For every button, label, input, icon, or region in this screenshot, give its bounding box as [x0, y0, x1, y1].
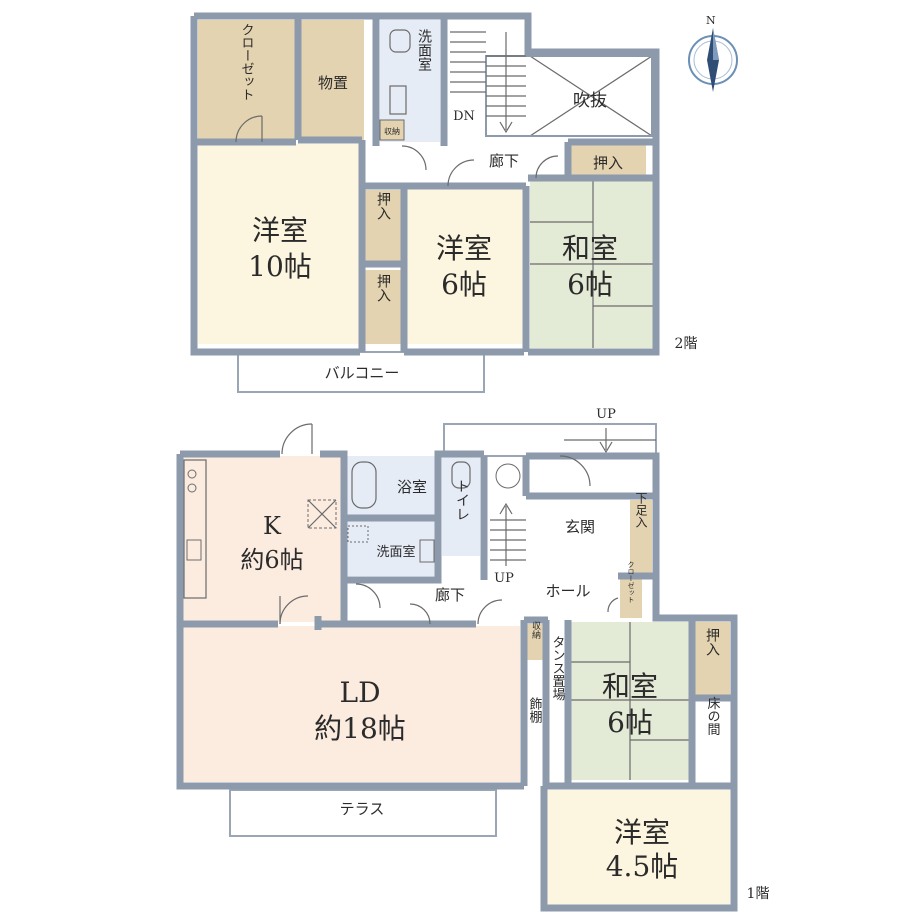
chest-space-label: タンス置場	[550, 636, 566, 701]
washroom-2f-label: 洗面室	[416, 29, 432, 71]
corridor-1f-label: 廊下	[435, 586, 465, 604]
up-stair-label: UP	[494, 571, 514, 586]
storage-small-1f	[526, 624, 544, 660]
shoe-storage-label: 下足入	[634, 492, 648, 528]
western-45-size: 4.5帖	[606, 850, 679, 883]
hall-label: ホール	[545, 582, 590, 600]
up-top-label: UP	[596, 407, 616, 422]
ld-name: LD	[339, 676, 380, 709]
western-10-room	[198, 144, 360, 344]
oshiire-top	[570, 144, 646, 178]
oshiire-mid-2	[364, 270, 402, 344]
tatami-lines-2f	[530, 180, 656, 348]
kitchen-size: 約6帖	[240, 546, 303, 574]
western-10-name: 洋室	[252, 214, 308, 247]
storage-small-1f-label: 収納	[530, 620, 541, 640]
western-45-room	[546, 790, 730, 906]
western-6-room-2f	[406, 188, 524, 344]
washroom-1f	[346, 520, 438, 576]
floor-2-label: 2階	[675, 336, 698, 352]
western-45-name: 洋室	[614, 816, 670, 849]
terrace-label: テラス	[340, 800, 385, 818]
japanese-6-1f-name: 和室	[602, 670, 658, 703]
entrance-label: 玄関	[565, 518, 595, 536]
oshiire-mid-2-label: 押入	[375, 274, 391, 302]
void-area	[529, 55, 653, 137]
floor-2: バルコニー	[190, 12, 698, 393]
washroom-1f-label: 洗面室	[376, 544, 415, 560]
ld-size: 約18帖	[314, 712, 406, 745]
oshiire-1f	[694, 622, 730, 696]
oshiire-1f-label: 押入	[704, 628, 720, 656]
japanese-6-1f-size: 6帖	[607, 706, 653, 739]
balcony	[237, 351, 485, 393]
corridor-2f-label: 廊下	[489, 152, 519, 170]
oshiire-mid-1	[364, 190, 402, 264]
tatami-lines-1f	[570, 622, 690, 780]
japanese-6-2f-size: 6帖	[567, 268, 613, 301]
void-label: 吹抜	[573, 91, 607, 111]
floor-1: テラス	[176, 407, 770, 912]
western-6-2f-name: 洋室	[436, 232, 492, 265]
toilet	[442, 456, 480, 556]
tokonoma	[694, 700, 730, 780]
display-shelf-label: 飾棚	[527, 697, 543, 723]
storage-2f-label: 物置	[318, 74, 348, 92]
western-6-2f-size: 6帖	[441, 268, 487, 301]
storage-small-2f-label: 収納	[384, 126, 400, 136]
kitchen-name: K	[263, 512, 282, 540]
doors-1f	[279, 423, 619, 625]
terrace	[229, 789, 497, 837]
toilet-label: トイレ	[454, 479, 470, 521]
bath-label: 浴室	[397, 478, 427, 496]
japanese-6-2f-name: 和室	[562, 232, 618, 265]
shoe-storage	[630, 500, 652, 574]
storage-2f	[300, 20, 364, 140]
compass-icon: N	[688, 14, 738, 92]
doors-2f	[235, 115, 559, 187]
floor-1-label: 1階	[747, 886, 770, 902]
closet-2f-label: クローゼット	[239, 23, 255, 101]
western-10-size: 10帖	[248, 250, 312, 283]
stairs-2f	[450, 31, 526, 134]
stairs-1f	[490, 428, 656, 566]
ld-room	[180, 626, 520, 782]
oshiire-mid-1-label: 押入	[375, 192, 391, 220]
tokonoma-label: 床の間	[705, 697, 721, 737]
oshiire-top-label: 押入	[593, 154, 623, 172]
balcony-label: バルコニー	[325, 364, 400, 382]
kitchen	[180, 456, 342, 622]
dn-label: DN	[453, 109, 475, 124]
closet-small-1f-label: クローゼット	[627, 561, 635, 603]
north-label: N	[706, 14, 716, 27]
closet-small-1f	[620, 578, 642, 618]
